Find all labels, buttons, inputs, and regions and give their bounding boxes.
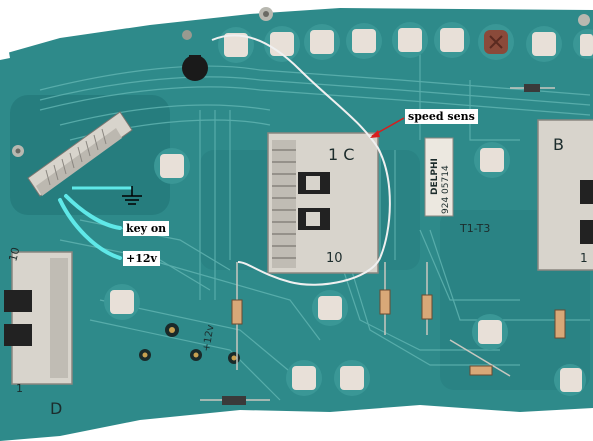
speed-sensor-wire — [211, 34, 391, 286]
connector-b-pin1: 1 — [580, 251, 588, 265]
connector-d-pin1: 1 — [16, 382, 23, 395]
connector-1c-pin10: 10 — [326, 251, 343, 266]
bulb-sockets-lower — [104, 142, 586, 396]
speed-sensor-label: speed sens — [405, 109, 478, 124]
pcb-top-edge — [0, 0, 593, 55]
bulb-sockets-top-row — [218, 22, 593, 63]
key-on-label: key on — [123, 221, 170, 236]
resistors — [200, 84, 566, 405]
plus-12v-label: +12v — [123, 251, 160, 266]
vias — [139, 323, 240, 364]
chip-code: 924 05714 — [441, 165, 451, 214]
connector-1c — [267, 132, 379, 274]
connector-ribbon-left — [27, 111, 133, 197]
board-12v-marking: +12v — [201, 324, 217, 353]
annotation-wires — [58, 194, 122, 260]
connector-1c-label: 1 C — [328, 145, 354, 164]
connector-d-pin10: 10 — [6, 246, 22, 263]
connector-d — [4, 251, 73, 385]
connector-d-letter: D — [50, 399, 62, 418]
chip-brand: DELPHI — [430, 158, 440, 195]
connector-b — [537, 119, 593, 271]
test-points-marking: T1-T3 — [459, 222, 490, 235]
delphi-chip — [424, 137, 454, 217]
connector-b-label: B — [553, 135, 564, 154]
mounting-holes — [12, 7, 590, 157]
ground-symbol-icon — [122, 186, 142, 205]
